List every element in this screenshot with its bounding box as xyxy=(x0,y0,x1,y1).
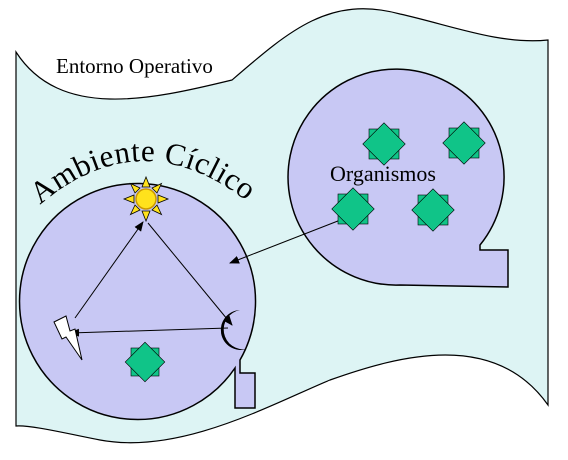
organisms-label: Organismos xyxy=(330,161,436,186)
connector-lightning-sun xyxy=(74,221,144,319)
connector-sun-moon xyxy=(147,222,233,326)
organism-star-icon xyxy=(331,187,375,231)
connector-moon-lightning xyxy=(69,327,229,337)
organism-star-icon xyxy=(124,341,166,383)
organism-star-icon xyxy=(411,188,455,232)
organism-star-icon xyxy=(362,122,406,166)
environment-label: Entorno Operativo xyxy=(56,54,213,78)
cycle-region xyxy=(18,182,257,421)
sun-icon xyxy=(122,175,170,223)
connector-organisms-ambient xyxy=(229,218,344,264)
lightning-icon xyxy=(53,315,83,361)
organisms-region xyxy=(287,68,509,288)
organism-star-icon xyxy=(442,121,486,165)
